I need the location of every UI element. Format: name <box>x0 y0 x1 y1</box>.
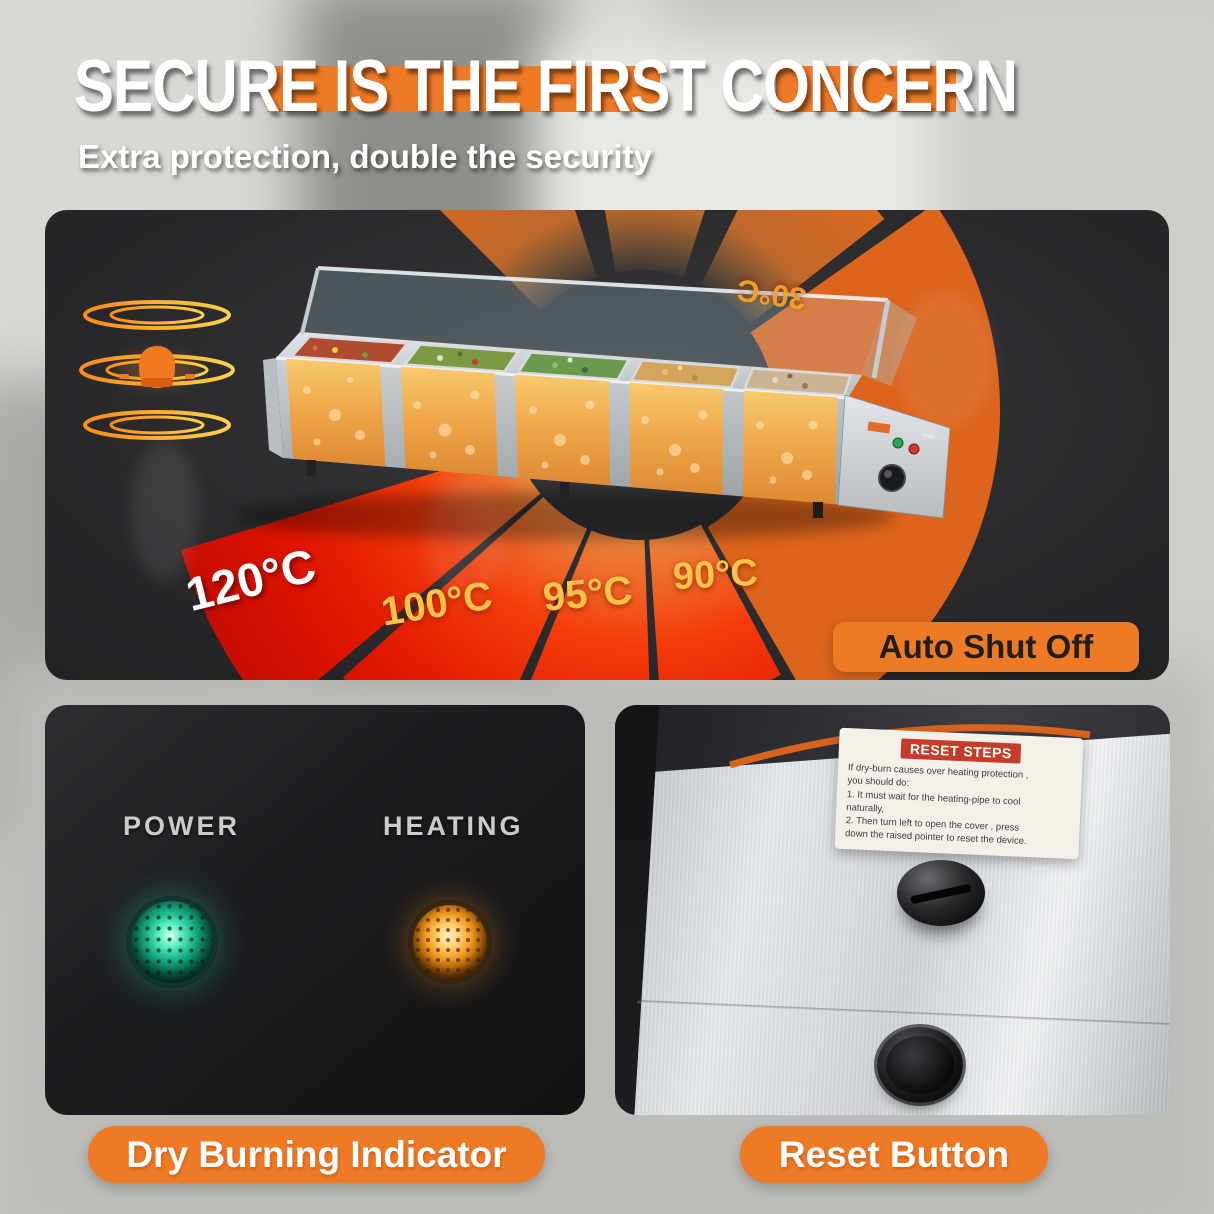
steam-wisp <box>895 290 995 430</box>
power-label: POWER <box>123 811 241 841</box>
reset-knob-slot <box>909 883 973 905</box>
heating-indicator-light <box>413 905 487 979</box>
sticker-title: RESET STEPS <box>900 738 1022 764</box>
heating-label: HEATING <box>383 811 524 841</box>
temp-label-90c: 90°C <box>671 551 759 599</box>
wedge-95c <box>530 530 650 680</box>
reset-knob <box>897 860 985 926</box>
control-box <box>837 394 951 519</box>
temperature-fan-diagram <box>79 210 1001 680</box>
food-warmer-illustration <box>235 266 951 540</box>
page-subtitle: Extra protection, double the security <box>78 138 652 175</box>
indicator-panel: POWER HEATING <box>45 705 585 1115</box>
water-bubbles <box>303 377 818 484</box>
reset-panel: RESET STEPS If dry-burn causes over heat… <box>615 705 1170 1115</box>
lower-knob <box>877 1027 963 1103</box>
headline-accent-block-left <box>268 66 660 112</box>
wedge-top-1 <box>440 210 597 311</box>
reset-button-badge: Reset Button <box>740 1126 1048 1183</box>
power-button <box>892 437 904 449</box>
reset-steps-sticker: RESET STEPS If dry-burn causes over heat… <box>834 727 1084 860</box>
wedge-top-2 <box>604 210 706 277</box>
temp-label-95c: 95°C <box>541 568 635 620</box>
temperature-diagram-panel: 120°C 100°C 95°C 90°C 30°C Auto Shut Off <box>45 210 1169 680</box>
page-title: SECURE IS THE FIRST CONCERN <box>74 45 1018 127</box>
heat-button <box>908 443 920 455</box>
power-indicator-light <box>131 901 213 983</box>
heating-element-icon <box>79 300 235 440</box>
wedge-90c <box>649 524 781 680</box>
auto-shut-off-badge: Auto Shut Off <box>833 622 1139 672</box>
lower-knob-cap <box>886 1036 954 1094</box>
wedge-top-3 <box>701 210 885 324</box>
dry-burning-indicator-badge: Dry Burning Indicator <box>88 1126 545 1183</box>
steam-wisp <box>131 440 199 580</box>
headline-accent-block-right <box>776 66 956 112</box>
